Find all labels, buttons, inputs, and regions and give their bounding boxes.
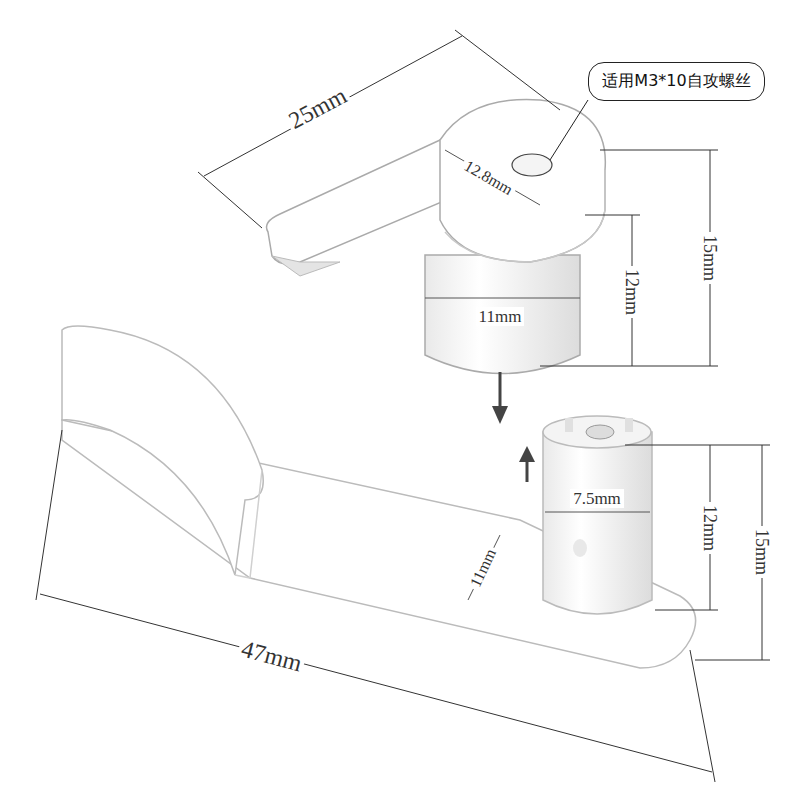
assembly-arrow [499,372,502,408]
dimension-line [425,298,580,299]
callout-text: 适用M3*10自攻螺丝 [601,71,752,90]
extension-line [655,610,718,611]
extension-line [690,650,715,782]
post-window [573,539,587,557]
assembly-arrow [526,460,529,482]
dimension-label: 12mm [622,266,642,318]
cap-side [445,170,605,262]
top-cylinder [425,255,580,374]
tab-edge [235,470,262,578]
dimension-label: 7.5mm [570,489,624,508]
dimension-label: 12mm [700,502,720,554]
arrow-head [519,446,535,462]
dimension-line [40,594,712,772]
dimension-label: 11mm [476,307,525,326]
post-top [543,416,651,448]
hook-tab [62,326,263,575]
dimension-line [204,36,462,176]
dimension-line [545,512,650,513]
leader-line [550,100,588,160]
post-slot [565,418,573,432]
screw-hole [512,154,552,176]
extension-line [455,30,560,110]
dimension-line [445,150,540,205]
dimension-label: 15mm [700,232,720,284]
callout-box: 适用M3*10自攻螺丝 [588,62,765,101]
lever-edge [272,256,340,276]
top-cap [440,100,605,263]
arrow-head [492,406,508,424]
post-slot [625,418,633,432]
extension-line [540,366,718,367]
dimension-label: 25mm [282,81,354,136]
post-cylinder [543,432,652,614]
extension-line [36,430,62,600]
extension-line [198,172,262,228]
extension-line [600,150,718,151]
extension-line [695,660,770,661]
dimension-label: 47mm [236,635,308,678]
extension-line [625,445,770,446]
dimension-label: 15mm [752,526,772,578]
post-hole [586,425,614,439]
